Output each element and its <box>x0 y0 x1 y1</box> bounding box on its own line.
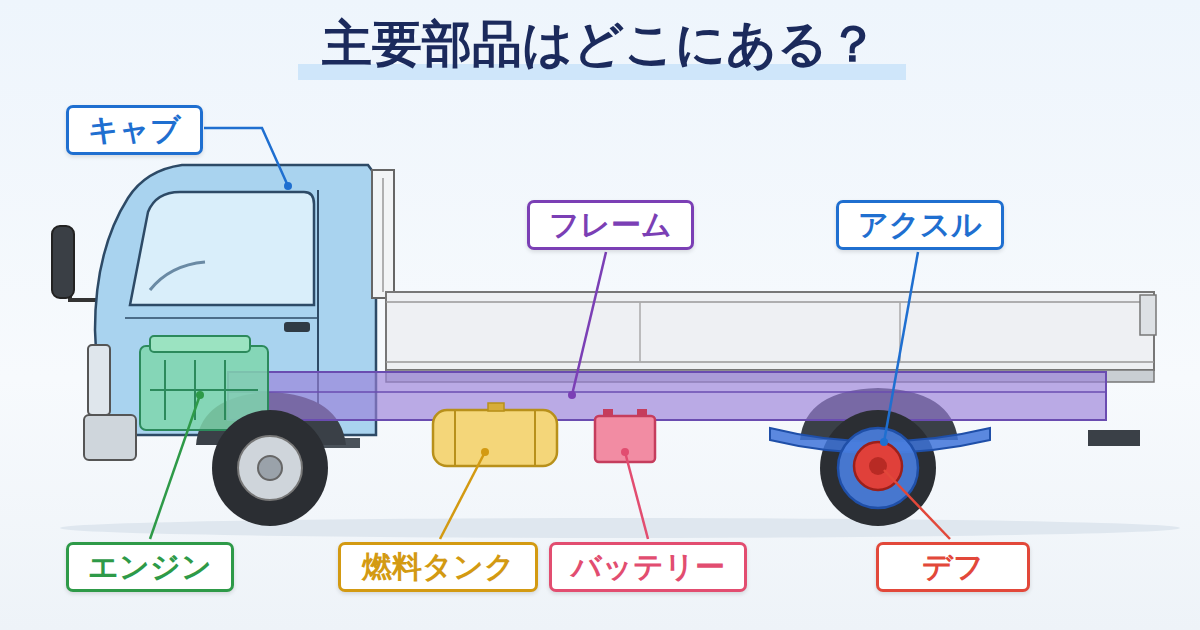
fuel-tank <box>433 403 557 466</box>
callout-box: デフ <box>876 542 1030 592</box>
part-name: キャブ <box>88 112 181 148</box>
cargo-bed <box>386 292 1156 382</box>
headboard <box>372 170 394 298</box>
callout-box: エンジン <box>66 542 234 592</box>
callout-box: アクスル <box>836 200 1004 250</box>
callout-box: フレーム <box>527 200 694 250</box>
title-box: 主要部品はどこにある？ <box>0 12 1200 76</box>
title-text: 主要部品はどこにある？ <box>322 15 878 73</box>
leader-lines <box>150 128 950 539</box>
leader-dots <box>196 182 888 456</box>
callout-box: バッテリー <box>549 542 747 592</box>
part-name: アクスル <box>858 207 982 243</box>
part-name: 燃料タンク <box>362 549 515 585</box>
part-name: バッテリー <box>571 549 725 585</box>
part-name: フレーム <box>549 207 672 243</box>
callout-box: キャブ <box>66 105 203 155</box>
ground-shadow <box>60 518 1180 538</box>
part-name: エンジン <box>88 549 212 585</box>
part-name: デフ <box>922 549 984 585</box>
side-mirror <box>52 226 98 300</box>
battery <box>595 409 655 462</box>
axle <box>770 428 990 508</box>
callout-box: 燃料タンク <box>338 542 538 592</box>
rear-bumper <box>1088 430 1140 446</box>
front-wheel <box>212 410 328 526</box>
frame <box>228 372 1106 420</box>
rear-wheel <box>820 410 936 526</box>
